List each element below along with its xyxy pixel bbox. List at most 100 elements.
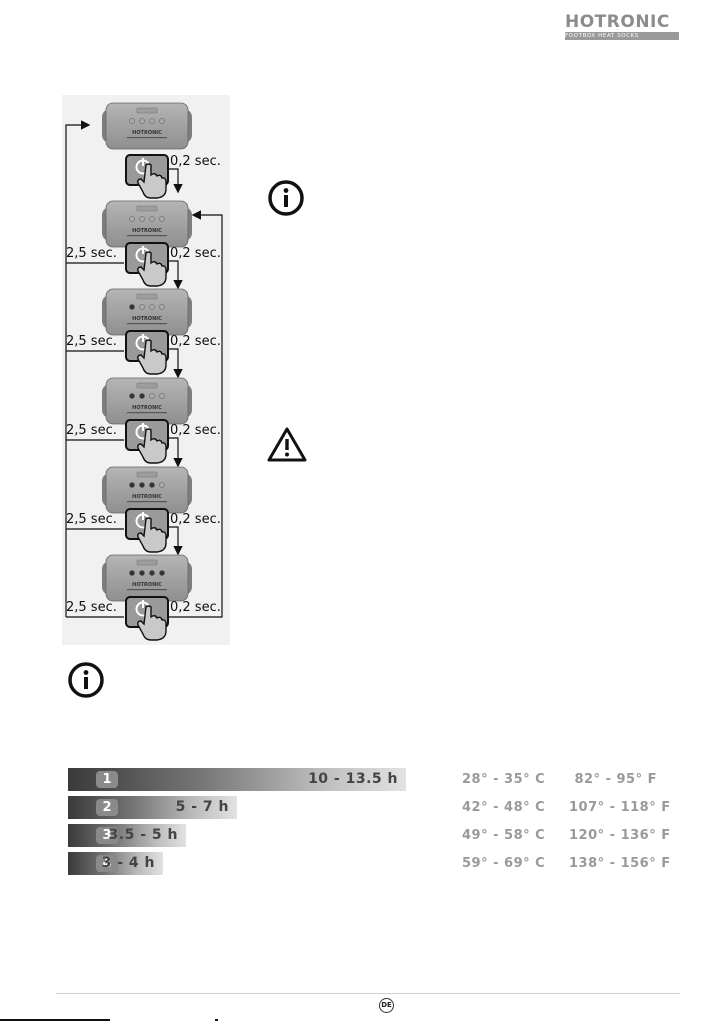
device-display [136,205,158,212]
device-display [136,107,158,114]
short-press-arrow [168,526,183,556]
finger-icon [137,605,167,641]
level-number: 4 [96,855,118,872]
short-press-arrow [168,260,183,290]
language-badge: DE [379,998,394,1013]
short-press-label: 0,2 sec. [170,423,221,438]
led-indicator [139,482,145,488]
power-icon-stem [142,158,144,166]
power-icon-stem [142,423,144,431]
short-press-label: 0,2 sec. [170,334,221,349]
led-indicator [129,304,135,310]
led-indicator [159,393,165,399]
power-icon-stem [142,600,144,608]
device-logo-underline [127,589,167,591]
device-display [136,559,158,566]
led-indicator [129,570,135,576]
long-press-label: 2,5 sec. [66,246,117,261]
crop-marks [0,1019,218,1021]
led-indicator [139,304,145,310]
led-indicator [139,393,145,399]
led-indicator [129,482,135,488]
device-logo-underline [127,235,167,237]
device-display [136,293,158,300]
device-logo: HOTRONIC [132,130,162,136]
runtime-bar-level-1: 1 10 - 13.5 h [68,768,406,791]
level-number: 2 [96,799,118,816]
warning-icon [266,426,308,469]
temperature-celsius: 42° - 48° C [462,800,546,815]
device-logo: HOTRONIC [132,582,162,588]
device-logo-underline [127,323,167,325]
short-press-label: 0,2 sec. [170,512,221,527]
temperature-celsius: 49° - 58° C [462,828,546,843]
led-indicator [159,118,165,124]
runtime-hours: 5 - 7 h [175,799,229,815]
finger-icon [137,251,167,287]
led-indicator [149,482,155,488]
temperature-celsius: 28° - 35° C [462,772,546,787]
level-number: 3 [96,827,118,844]
power-off-arrow [65,120,91,617]
controller-device [105,102,189,150]
device-logo-underline [127,412,167,414]
led-indicator [159,482,165,488]
runtime-table: 1 10 - 13.5 h 28° - 35° C 82° - 95° F 2 5 - 7… [68,768,671,878]
short-press-arrow [168,437,183,468]
long-press-label: 2,5 sec. [66,512,117,527]
cycle-back-arrow [168,210,223,618]
short-press-arrow [168,348,183,379]
temperature-fahrenheit: 120° - 136° F [569,828,671,843]
finger-icon [137,517,167,553]
led-indicator [129,118,135,124]
power-icon-stem [142,512,144,520]
device-logo: HOTRONIC [132,494,162,500]
temperature-fahrenheit: 107° - 118° F [569,800,671,815]
temperature-fahrenheit: 138° - 156° F [569,856,671,871]
runtime-hours: 3.5 - 5 h [108,827,178,843]
info-icon [266,178,306,223]
level-number: 1 [96,771,118,788]
runtime-hours: 10 - 13.5 h [308,771,398,787]
operation-diagram: HOTRONIC 0,2 sec. HOTRONIC 2,5 sec. 0,2 sec.… [62,95,230,645]
long-press-label: 2,5 sec. [66,423,117,438]
finger-icon [137,428,167,464]
device-logo-underline [127,137,167,139]
led-indicator [139,216,145,222]
temperature-celsius: 59° - 69° C [462,856,546,871]
led-indicator [149,393,155,399]
led-indicator [139,570,145,576]
led-indicator [129,393,135,399]
finger-icon [137,339,167,375]
short-press-arrow [168,168,183,194]
device-logo-underline [127,501,167,503]
device-logo: HOTRONIC [132,228,162,234]
device-display [136,471,158,478]
led-indicator [159,570,165,576]
info-icon [66,660,106,705]
device-display [136,382,158,389]
temperature-fahrenheit: 82° - 95° F [574,772,657,787]
short-press-label: 0,2 sec. [170,246,221,261]
finger-icon [137,163,167,199]
led-indicator [159,304,165,310]
runtime-bar-level-2: 2 5 - 7 h [68,796,237,819]
footer-divider [56,993,680,994]
power-icon-stem [142,334,144,342]
led-indicator [149,570,155,576]
brand-tagline: FOOTBOX HEAT SOCKS [565,32,679,40]
led-indicator [149,216,155,222]
led-indicator [139,118,145,124]
long-press-label: 2,5 sec. [66,600,117,615]
device-logo: HOTRONIC [132,405,162,411]
brand-name: HOTRONIC [565,12,670,32]
operation-diagram-svg: HOTRONIC 0,2 sec. HOTRONIC 2,5 sec. 0,2 sec.… [62,95,230,645]
led-indicator [129,216,135,222]
power-icon-stem [142,246,144,254]
device-logo: HOTRONIC [132,316,162,322]
short-press-label: 0,2 sec. [170,154,221,169]
led-indicator [159,216,165,222]
short-press-label: 0,2 sec. [170,600,221,615]
runtime-hours: 3 - 4 h [101,855,155,871]
